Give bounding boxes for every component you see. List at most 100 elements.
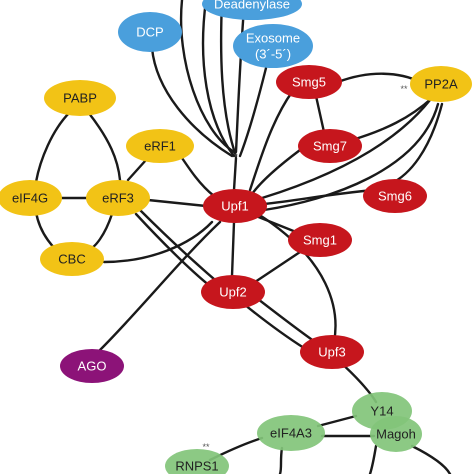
pp2a-label: PP2A [424, 77, 458, 92]
smg1-label: Smg1 [303, 233, 337, 248]
exosome-ellipse [233, 24, 313, 68]
node-upf3: Upf3 [300, 335, 364, 369]
upf3-label: Upf3 [318, 345, 345, 360]
rnps1-significance-mark: ** [202, 442, 210, 452]
erf1-label: eRF1 [144, 139, 176, 154]
node-upf2: Upf2 [201, 275, 265, 309]
edge-y14-eif4a3 [316, 414, 358, 428]
edge-top-upf1-d [201, 0, 236, 158]
y14-label: Y14 [370, 404, 393, 419]
node-cbc: CBC [40, 242, 104, 276]
upf1-label: Upf1 [221, 199, 248, 214]
upf1-ellipse [203, 189, 267, 223]
eif4a3-label: eIF4A3 [270, 426, 312, 441]
edge-upf1-smg1 [254, 214, 298, 234]
cbc-ellipse [40, 242, 104, 276]
exosome-label-line2: (3´-5´) [255, 47, 291, 62]
node-eif4a3: eIF4A3 [257, 415, 325, 451]
edge-pabp-erf3 [86, 110, 122, 182]
eif4g-ellipse [0, 180, 62, 216]
exosome-label: Exosome [246, 31, 300, 46]
edge-center-upf1 [232, 156, 238, 192]
node-eif4g: eIF4G [0, 180, 62, 216]
edge-erf3-upf2 [134, 212, 212, 288]
network-marks: ** * ** [202, 84, 408, 452]
edge-top-upf1-c [219, 0, 238, 158]
ago-ellipse [60, 349, 124, 383]
edge-smg1-upf2 [250, 250, 302, 286]
edge-smg5-pp2a [336, 72, 422, 84]
smg6-label: Smg6 [378, 189, 412, 204]
edge-deadenylase-upf1-b [234, 6, 246, 154]
edge-erf3-cbc [86, 212, 114, 252]
node-smg5: Smg5 [276, 65, 342, 99]
eif4g-label: eIF4G [12, 191, 48, 206]
node-upf1: Upf1 [203, 189, 267, 223]
node-pabp: PABP [44, 80, 116, 116]
edge-magoh-down [410, 444, 452, 474]
cbc-label: CBC [58, 252, 85, 267]
upf3-ellipse [300, 335, 364, 369]
upf2-ellipse [201, 275, 265, 309]
edge-upf1-upf3 [256, 212, 337, 344]
node-exosome: Exosome(3´-5´) [233, 24, 313, 68]
edge-eif4a3-down [278, 446, 284, 474]
erf3-ellipse [86, 180, 150, 216]
pabp-ellipse [44, 80, 116, 116]
deadenylase-ellipse [202, 0, 302, 20]
edge-cbc-upf1 [102, 220, 214, 264]
edge-deadenylase-upf1 [179, 0, 236, 154]
pp2a-significance-mark: ** [400, 84, 408, 94]
edge-magoh-down-b [368, 444, 378, 474]
upf2-label: Upf2 [219, 285, 246, 300]
node-ago: AGO [60, 349, 124, 383]
smg6-ellipse [363, 179, 427, 213]
node-smg7: Smg7 [298, 129, 362, 163]
node-erf1: eRF1 [126, 129, 194, 163]
ago-label: AGO [78, 359, 107, 374]
node-magoh: Magoh [370, 416, 422, 452]
edge-pabp-eif4g [34, 110, 72, 184]
smg7-label: Smg7 [313, 139, 347, 154]
edge-upf1-upf2 [230, 220, 236, 278]
smg5-label: Smg5 [292, 75, 326, 90]
magoh-label: Magoh [376, 427, 416, 442]
edge-erf1-upf1 [176, 150, 216, 198]
node-erf3: eRF3 [86, 180, 150, 216]
edge-erf3-upf1 [146, 198, 208, 208]
node-pp2a: PP2A [410, 66, 472, 102]
node-smg6: Smg6 [363, 179, 427, 213]
deadenylase-label: Deadenylase [214, 0, 290, 12]
eif4a3-ellipse [257, 415, 325, 451]
node-smg1: Smg1 [288, 223, 352, 257]
edge-ago-upf1 [98, 220, 222, 352]
edge-dcp-upf1 [150, 46, 234, 158]
edge-smg5-upf1 [248, 90, 294, 192]
center-significance-mark: * [234, 152, 238, 162]
edge-pp2a-upf1 [260, 98, 432, 200]
edge-erf1-erf3 [126, 158, 148, 182]
edge-pp2a-upf1-b [262, 102, 440, 212]
edge-smg6-upf1 [262, 188, 376, 206]
dcp-ellipse [118, 12, 182, 52]
magoh-ellipse [370, 416, 422, 452]
edge-smg7-pp2a [350, 96, 434, 142]
smg7-ellipse [298, 129, 362, 163]
node-rnps1: RNPS1 [165, 449, 229, 474]
rnps1-label: RNPS1 [175, 459, 218, 474]
node-dcp: DCP [118, 12, 182, 52]
pp2a-ellipse [410, 66, 472, 102]
edge-smg7-upf1 [250, 148, 302, 196]
smg5-ellipse [276, 65, 342, 99]
node-deadenylase: Deadenylase [202, 0, 302, 20]
edge-smg5-smg7 [314, 94, 326, 134]
dcp-label: DCP [136, 25, 163, 40]
erf3-label: eRF3 [102, 191, 134, 206]
erf1-ellipse [126, 129, 194, 163]
rnps1-ellipse [165, 449, 229, 474]
pabp-label: PABP [63, 91, 97, 106]
smg1-ellipse [288, 223, 352, 257]
edge-exosome-upf1 [238, 66, 268, 158]
